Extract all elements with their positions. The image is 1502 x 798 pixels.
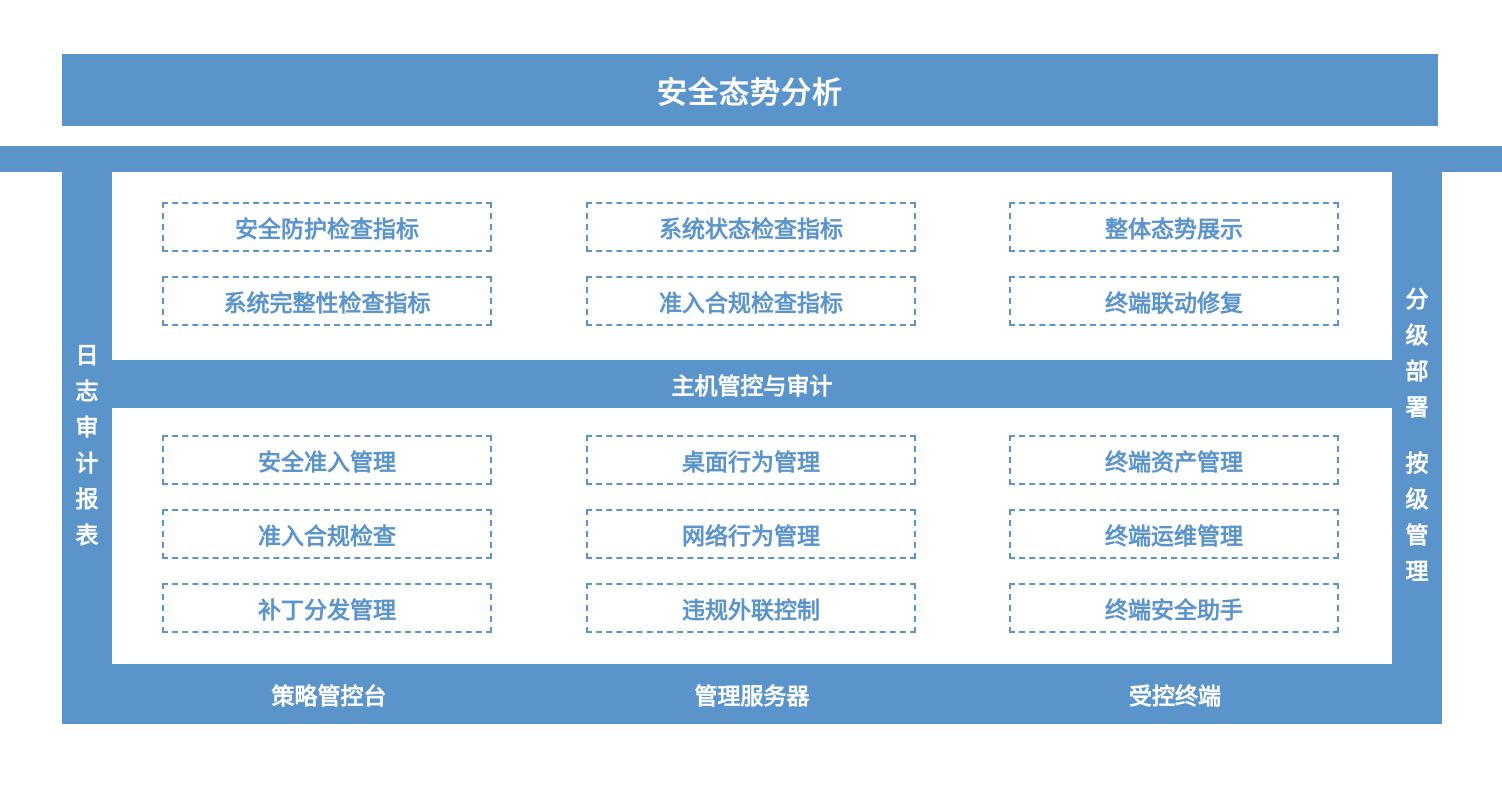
box-label: 准入合规检查指标 [659,291,843,317]
right-char: 署 [1405,395,1429,421]
right-char: 分 [1405,287,1429,313]
right-char: 按 [1405,451,1429,477]
box-label: 终端资产管理 [1105,450,1243,476]
box-label: 终端运维管理 [1105,524,1243,550]
right-char: 管 [1405,523,1429,549]
footer-label-terminal: 受控终端 [1008,664,1342,724]
footer-label-text: 策略管控台 [271,684,387,710]
footer-label-server: 管理服务器 [585,664,919,724]
box-top-5: 准入合规检查指标 [586,276,916,326]
box-top-4: 系统完整性检查指标 [162,276,492,326]
box-label: 桌面行为管理 [682,450,820,476]
frame-top-band [0,146,1502,172]
left-char: 报 [75,487,99,513]
box-label: 整体态势展示 [1105,217,1243,243]
left-char: 计 [75,451,99,477]
box-top-1: 安全防护检查指标 [162,202,492,252]
top-section-panel [112,172,1392,360]
header-title-bar: 安全态势分析 [62,54,1438,126]
left-char: 审 [75,415,99,441]
box-label: 补丁分发管理 [258,598,396,624]
right-char: 部 [1405,359,1429,385]
box-label: 网络行为管理 [682,524,820,550]
box-top-6: 终端联动修复 [1009,276,1339,326]
footer-label-console: 策略管控台 [162,664,496,724]
box-bottom-3: 终端资产管理 [1009,435,1339,485]
box-label: 终端安全助手 [1105,598,1243,624]
left-char: 表 [75,523,99,549]
box-bottom-9: 终端安全助手 [1009,583,1339,633]
left-char: 志 [75,379,99,405]
box-label: 违规外联控制 [682,598,820,624]
box-label: 系统完整性检查指标 [223,291,431,317]
box-bottom-4: 准入合规检查 [162,509,492,559]
box-label: 终端联动修复 [1105,291,1243,317]
footer-label-text: 管理服务器 [694,684,810,710]
middle-label-text: 主机管控与审计 [671,374,833,400]
box-bottom-2: 桌面行为管理 [586,435,916,485]
middle-section-label: 主机管控与审计 [112,360,1392,408]
box-bottom-7: 补丁分发管理 [162,583,492,633]
right-char: 级 [1405,323,1429,349]
box-bottom-5: 网络行为管理 [586,509,916,559]
right-char: 级 [1405,487,1429,513]
left-side-label: 日 志 审 计 报 表 [62,338,112,554]
header-title: 安全态势分析 [657,76,843,111]
footer-label-text: 受控终端 [1129,684,1221,710]
box-top-3: 整体态势展示 [1009,202,1339,252]
right-side-label: 分 级 部 署 按 级 管 理 [1392,282,1442,590]
right-char: 理 [1405,559,1429,585]
box-bottom-1: 安全准入管理 [162,435,492,485]
box-label: 准入合规检查 [258,524,396,550]
box-top-2: 系统状态检查指标 [586,202,916,252]
box-label: 系统状态检查指标 [659,217,843,243]
box-bottom-8: 违规外联控制 [586,583,916,633]
box-label: 安全准入管理 [258,450,396,476]
left-char: 日 [75,343,99,369]
footer-labels: 策略管控台 管理服务器 受控终端 [112,664,1392,724]
box-label: 安全防护检查指标 [235,217,419,243]
box-bottom-6: 终端运维管理 [1009,509,1339,559]
